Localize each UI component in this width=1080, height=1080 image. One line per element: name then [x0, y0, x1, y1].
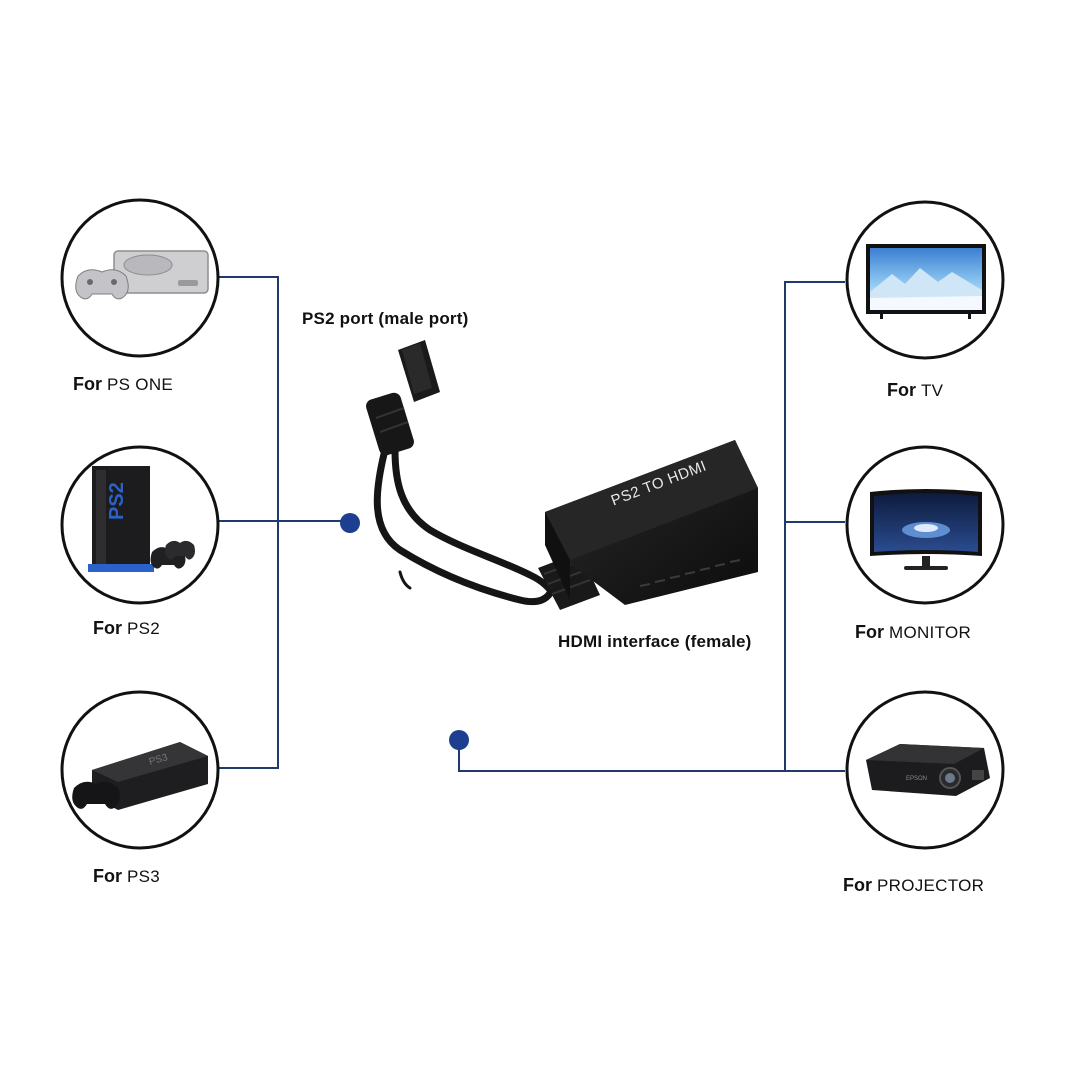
label-prefix: For — [843, 875, 872, 895]
label-prefix: For — [73, 374, 102, 394]
label-ps2: For PS2 — [93, 618, 160, 639]
label-ps-one: For PS ONE — [73, 374, 173, 395]
svg-text:PS2: PS2 — [106, 482, 128, 520]
monitor-icon — [870, 489, 982, 570]
label-projector: For PROJECTOR — [843, 875, 984, 896]
label-ps3: For PS3 — [93, 866, 160, 887]
label-device-name: MONITOR — [889, 623, 972, 642]
label-device-name: PS3 — [127, 867, 161, 886]
connector-lines — [218, 276, 845, 772]
adapter-box — [545, 440, 758, 605]
tv-icon — [866, 244, 986, 319]
hdmi-interface-label: HDMI interface (female) — [558, 632, 752, 651]
label-tv: For TV — [887, 380, 943, 401]
projector-icon: EPSON — [866, 744, 990, 796]
ps2-plug — [366, 340, 440, 456]
label-device-name: TV — [921, 381, 944, 400]
ps2-port-label: PS2 port (male port) — [302, 309, 469, 328]
hdmi-dot — [449, 730, 469, 750]
ps2-console-icon: PS2 — [88, 466, 195, 572]
label-device-name: PS ONE — [107, 375, 174, 394]
hdmi-branch — [458, 740, 785, 772]
left-connector — [218, 276, 279, 769]
ps-one-console-icon — [75, 250, 209, 300]
right-connector — [784, 281, 845, 772]
label-prefix: For — [93, 618, 122, 638]
label-device-name: PS2 — [127, 619, 161, 638]
ps2-port-dot — [340, 513, 360, 533]
label-monitor: For MONITOR — [855, 622, 971, 643]
svg-text:EPSON: EPSON — [906, 776, 927, 782]
adapter-cable — [373, 446, 556, 606]
device-circles — [60, 198, 1005, 850]
ps3-console-icon: PS3 — [72, 742, 208, 810]
label-prefix: For — [855, 622, 884, 642]
label-prefix: For — [887, 380, 916, 400]
label-prefix: For — [93, 866, 122, 886]
label-device-name: PROJECTOR — [877, 876, 985, 895]
svg-text:PS3: PS3 — [148, 752, 170, 768]
